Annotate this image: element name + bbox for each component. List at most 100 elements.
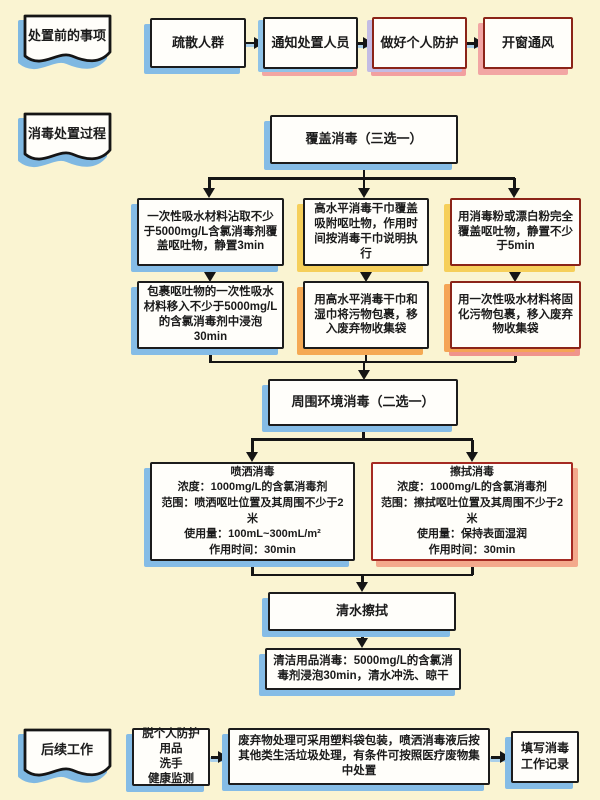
connector <box>357 42 366 45</box>
node-absorbent-soak: 包裹呕吐物的一次性吸水材料移入不少于5000mg/L的含氯消毒剂中浸泡30min <box>137 281 284 349</box>
connector <box>514 266 517 274</box>
node-wipe-disinfect: 擦拭消毒 浓度：1000mg/L的含氯消毒剂 范围：擦拭呕吐位置及其周围不少于2… <box>371 462 573 561</box>
connector <box>209 266 212 274</box>
wipe-duration: 作用时间：30min <box>428 543 516 556</box>
arrowhead-right-icon <box>218 751 228 763</box>
arrowhead-down-icon <box>509 272 521 282</box>
connector <box>251 573 473 576</box>
banner-label: 消毒处置过程 <box>27 126 106 141</box>
wipe-dosage: 使用量：保持表面湿润 <box>417 528 527 541</box>
arrowhead-down-icon <box>246 452 258 462</box>
connector <box>364 349 367 362</box>
arrowhead-down-icon <box>356 582 368 592</box>
arrowhead-down-icon <box>357 188 370 198</box>
arrowhead-down-icon <box>203 188 215 198</box>
node-label: 清洁用品消毒：5000mg/L的含氯消毒剂浸泡30min，清水冲洗、晾干 <box>273 655 453 682</box>
node-label: 高水平消毒干巾覆盖吸附呕吐物，作用时间按消毒干巾说明执行 <box>314 203 418 260</box>
node-notify-staff: 通知处置人员 <box>263 17 358 69</box>
node-label: 疏散人群 <box>171 34 224 50</box>
node-label: 做好个人防护 <box>380 34 459 50</box>
connector <box>209 360 516 363</box>
spray-concentration: 浓度：1000mg/L的含氯消毒剂 <box>177 481 328 494</box>
connector <box>209 349 212 362</box>
connector <box>471 440 474 454</box>
node-evacuate-crowd: 疏散人群 <box>150 18 246 68</box>
connector <box>251 438 473 441</box>
arrowhead-down-icon <box>359 272 372 282</box>
node-label: 废弃物处理可采用塑料袋包装，喷洒消毒液后按其他类生活垃圾处理，有条件可按照医疗废… <box>238 735 480 777</box>
node-label: 开窗通风 <box>501 34 554 50</box>
connector <box>246 41 257 44</box>
node-label: 周围环境消毒（二选一） <box>291 394 435 410</box>
node-cover-disinfect: 覆盖消毒（三选一） <box>270 115 458 164</box>
arrowhead-right-icon <box>363 37 373 49</box>
connector <box>513 178 516 190</box>
connector <box>362 362 365 372</box>
arrowhead-right-icon <box>500 751 510 763</box>
arrowhead-down-icon <box>356 638 368 648</box>
node-waste-disposal: 废弃物处理可采用塑料袋包装，喷洒消毒液后按其他类生活垃圾处理，有条件可按照医疗废… <box>228 728 490 785</box>
node-label: 包裹呕吐物的一次性吸水材料移入不少于5000mg/L的含氯消毒剂中浸泡30min <box>143 286 278 343</box>
wash-hands-line: 洗手 <box>159 758 183 770</box>
connector <box>211 756 220 759</box>
spray-title: 喷洒消毒 <box>230 465 275 478</box>
connector <box>362 426 365 439</box>
arrowhead-right-icon <box>254 36 264 49</box>
arrowhead-down-icon <box>357 370 370 380</box>
connector <box>362 178 365 190</box>
node-personal-protection: 做好个人防护 <box>372 17 467 69</box>
node-label: 用高水平消毒干巾和湿巾将污物包裹，移入废弃物收集袋 <box>314 293 418 336</box>
connector <box>514 349 517 362</box>
arrowhead-right-icon <box>474 37 484 49</box>
node-label: 覆盖消毒（三选一） <box>305 131 423 147</box>
document-shape-icon <box>18 728 112 784</box>
connector <box>251 440 254 454</box>
document-shape-icon <box>18 14 112 70</box>
node-label: 填写消毒工作记录 <box>520 741 569 771</box>
node-drywipe-wrap: 用高水平消毒干巾和湿巾将污物包裹，移入废弃物收集袋 <box>303 281 429 349</box>
node-label: 用一次性吸水材料将固化污物包裹，移入废弃物收集袋 <box>458 293 573 336</box>
node-label: 一次性吸水材料沾取不少于5000mg/L含氯消毒剂覆盖呕吐物，静置3min <box>143 210 278 253</box>
connector <box>208 178 211 190</box>
arrowhead-down-icon <box>466 452 478 462</box>
connector <box>491 756 502 759</box>
node-remove-ppe: 脱个人防护用品 洗手 健康监测 <box>132 728 210 786</box>
node-write-record: 填写消毒工作记录 <box>511 731 579 783</box>
node-absorbent-cover: 一次性吸水材料沾取不少于5000mg/L含氯消毒剂覆盖呕吐物，静置3min <box>137 198 284 266</box>
banner-followup: 后续工作 <box>18 726 114 792</box>
spray-dosage: 使用量：100mL~300mL/m² <box>184 528 321 541</box>
connector <box>251 561 254 575</box>
node-powder-cover: 用消毒粉或漂白粉完全覆盖呕吐物，静置不少于5min <box>450 198 581 266</box>
node-spray-disinfect: 喷洒消毒 浓度：1000mg/L的含氯消毒剂 范围：喷洒呕吐位置及其周围不少于2… <box>150 462 355 561</box>
banner-pre-tasks: 处置前的事项 <box>18 12 114 78</box>
node-cleaning-tools-disinfect: 清洁用品消毒：5000mg/L的含氯消毒剂浸泡30min，清水冲洗、晾干 <box>265 648 461 690</box>
wipe-concentration: 浓度：1000mg/L的含氯消毒剂 <box>397 481 547 494</box>
connector <box>467 42 476 45</box>
connector <box>362 164 365 178</box>
node-surrounding-disinfect: 周围环境消毒（二选一） <box>268 379 458 426</box>
connector <box>364 266 367 274</box>
arrowhead-down-icon <box>508 188 520 198</box>
health-monitor-line: 健康监测 <box>148 772 194 785</box>
node-label: 清水擦拭 <box>335 603 388 619</box>
node-label: 通知处置人员 <box>271 34 350 50</box>
node-solidified-wrap: 用一次性吸水材料将固化污物包裹，移入废弃物收集袋 <box>450 281 581 349</box>
banner-label: 后续工作 <box>40 742 93 757</box>
node-water-wipe: 清水擦拭 <box>268 592 456 631</box>
node-label: 用消毒粉或漂白粉完全覆盖呕吐物，静置不少于5min <box>458 210 573 253</box>
connector <box>208 177 515 180</box>
node-drywipe-cover: 高水平消毒干巾覆盖吸附呕吐物，作用时间按消毒干巾说明执行 <box>303 198 429 266</box>
arrowhead-down-icon <box>204 272 216 282</box>
document-shape-icon <box>18 112 112 168</box>
spray-range: 范围：喷洒呕吐位置及其周围不少于2米 <box>161 496 344 525</box>
banner-disinfect-process: 消毒处置过程 <box>18 110 114 176</box>
remove-ppe-line: 脱个人防护用品 <box>142 728 200 756</box>
banner-label: 处置前的事项 <box>27 28 106 43</box>
spray-duration: 作用时间：30min <box>209 543 296 556</box>
wipe-range: 范围：擦拭呕吐位置及其周围不少于2米 <box>380 496 564 525</box>
connector <box>471 561 474 575</box>
connector <box>361 631 364 640</box>
node-open-window: 开窗通风 <box>483 17 573 69</box>
connector <box>361 575 364 584</box>
